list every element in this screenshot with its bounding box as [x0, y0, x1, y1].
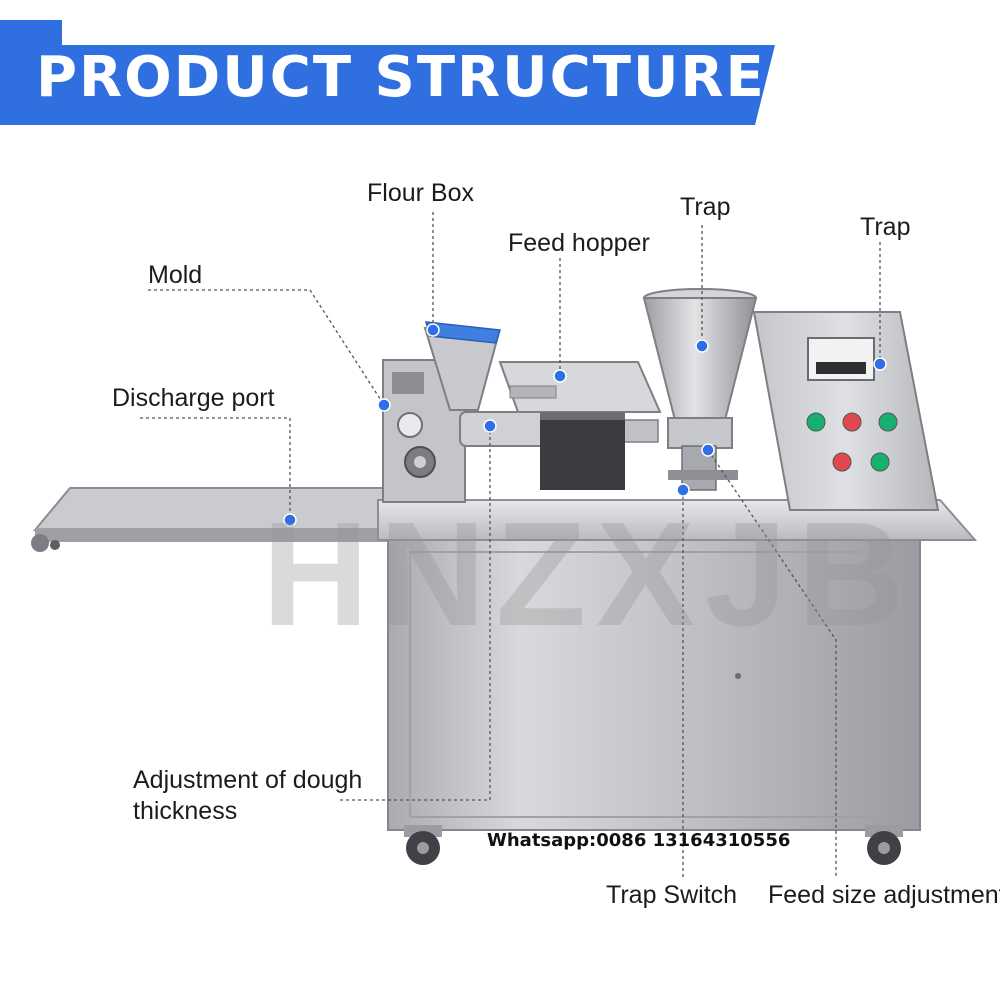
label-mold: Mold — [148, 261, 203, 289]
label-discharge-port: Discharge port — [112, 384, 275, 412]
watermark-text: HNZXJB — [262, 492, 915, 657]
label-flour-box: Flour Box — [367, 179, 474, 207]
control-panel — [752, 311, 940, 511]
machine-cabinet — [387, 539, 921, 831]
feed-hopper-tray — [498, 361, 662, 490]
label-feed-size-adjustment: Feed size adjustment — [768, 881, 1000, 909]
label-dough-thickness: Adjustment of dough thickness — [133, 766, 363, 826]
label-feed-hopper: Feed hopper — [508, 229, 650, 257]
leader-lines — [140, 212, 881, 878]
page-title: PRODUCT STRUCTURE — [36, 45, 766, 110]
contact-text: Whatsapp:0086 13164310556 — [487, 830, 791, 851]
banner-shape — [0, 20, 775, 125]
label-trap-panel: Trap — [860, 213, 911, 241]
conveyor-belt — [31, 487, 396, 552]
label-trap-switch: Trap Switch — [606, 881, 738, 909]
flour-box — [423, 321, 501, 411]
marker-dots — [283, 323, 887, 527]
title-banner: PRODUCT STRUCTURE — [0, 0, 1000, 130]
trap-cone — [642, 288, 758, 491]
caster-wheels — [404, 825, 903, 865]
label-trap-top: Trap — [680, 193, 731, 221]
